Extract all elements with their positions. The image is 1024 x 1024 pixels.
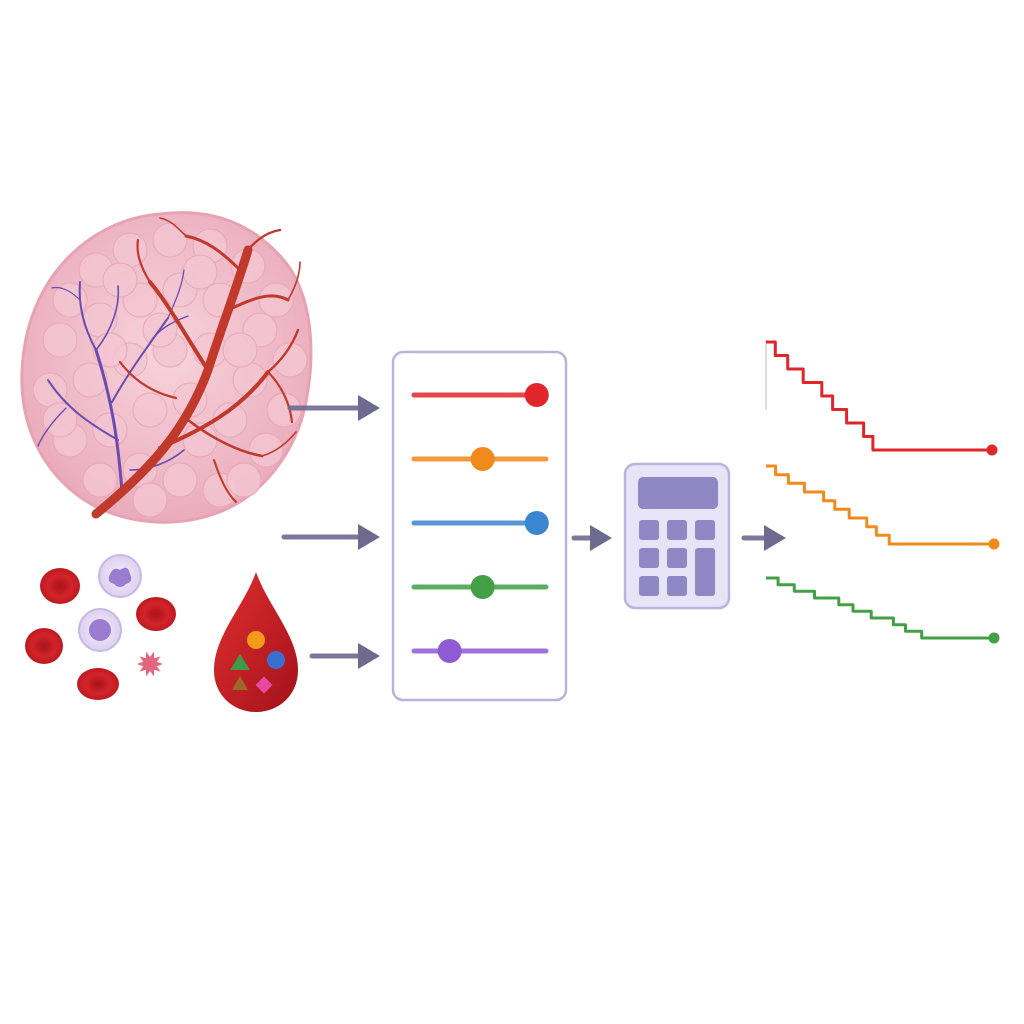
biomarker-slider	[411, 575, 549, 599]
survival-curve	[766, 464, 1000, 550]
calculator-key	[667, 576, 687, 596]
curve-endpoint	[988, 538, 1000, 550]
red-vessels	[91, 217, 301, 519]
survival-curve	[766, 576, 1000, 644]
calculator-keys	[639, 520, 715, 596]
platelet-shape	[137, 651, 163, 677]
biomarker-slider	[411, 383, 549, 407]
blood-drop-biomarkers-icon	[214, 572, 298, 712]
panel-sliders	[411, 383, 549, 663]
calculator-icon	[623, 462, 731, 610]
calculator-key-tall	[695, 548, 715, 596]
calculator-key	[667, 548, 687, 568]
tumor-cell	[52, 282, 88, 318]
calculator-display	[638, 477, 718, 509]
arrow-tumor-to-panel	[287, 395, 380, 421]
arrow-panel-to-calculator	[571, 525, 612, 551]
red-blood-cell	[25, 628, 63, 664]
tumor-cell	[226, 462, 262, 498]
red-blood-cell	[40, 568, 80, 604]
tumor-cell	[92, 412, 128, 448]
biomarker-slider	[411, 511, 549, 535]
curve-endpoint	[986, 444, 998, 456]
red-blood-cell	[77, 668, 119, 700]
tumor-cell	[132, 482, 168, 518]
tumor-cell	[258, 282, 294, 318]
tumor-cell	[182, 254, 218, 290]
red-blood-cell	[136, 597, 176, 631]
survival-curves-icon	[765, 340, 1000, 644]
wbc-nucleus	[89, 619, 111, 641]
tumor-cell	[72, 362, 108, 398]
biomarker-circle-orange	[247, 631, 265, 649]
wbc-nucleus	[108, 567, 132, 587]
arrow-calculator-to-curves	[741, 525, 786, 551]
tumor-cell	[272, 342, 308, 378]
biomarker-slider	[411, 639, 549, 663]
calculator-key	[695, 520, 715, 540]
tumor-tissue-icon	[20, 211, 313, 524]
biomarker-circle-blue	[267, 651, 285, 669]
calculator-key	[639, 520, 659, 540]
tumor-cell	[42, 402, 78, 438]
calculator-key	[667, 520, 687, 540]
slider-knob	[437, 639, 462, 663]
tumor-cells	[32, 222, 308, 518]
panel-frame	[391, 350, 568, 702]
tumor-cell	[152, 222, 188, 258]
tumor-cell	[92, 332, 128, 368]
arrow-drop-to-panel	[309, 643, 380, 669]
tumor-cell	[102, 262, 138, 298]
arrows	[281, 395, 786, 669]
biomarker-slider	[411, 447, 549, 471]
tumor-cell	[222, 332, 258, 368]
purple-vessels	[37, 269, 189, 494]
tumor-cell	[82, 462, 118, 498]
slider-knob	[470, 575, 495, 599]
tumor-cell	[248, 432, 284, 468]
slider-knob	[524, 511, 549, 535]
tumor-cell	[162, 462, 198, 498]
arrow-cells-to-panel	[281, 524, 380, 550]
calculator-key	[639, 548, 659, 568]
tumor-cell	[112, 232, 148, 268]
biomarker-diamond-pink	[255, 676, 273, 694]
biomarker-triangle-brown	[232, 676, 248, 690]
tumor-cell	[132, 392, 168, 428]
tumor-cell	[32, 372, 68, 408]
slider-knob	[470, 447, 495, 471]
biomarker-triangle-green	[230, 654, 250, 670]
slider-knob	[524, 383, 549, 407]
platelet	[137, 651, 163, 677]
survival-curves	[766, 340, 1000, 644]
curve-endpoint	[988, 632, 1000, 644]
blood-cells-icon	[25, 554, 176, 700]
biomarker-panel-icon	[391, 350, 568, 702]
calculator-key	[639, 576, 659, 596]
survival-curve	[766, 340, 998, 456]
tumor-cell	[42, 322, 78, 358]
